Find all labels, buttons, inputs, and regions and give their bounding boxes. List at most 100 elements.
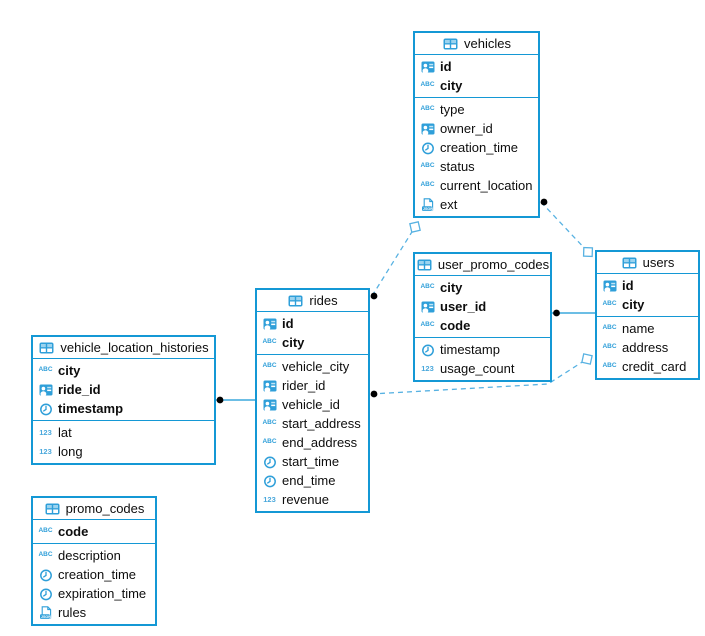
- relationship-line-vehicles-users[interactable]: [540, 201, 589, 253]
- id-card-icon: [37, 383, 54, 397]
- table-icon: [44, 503, 61, 515]
- entity-header-rides[interactable]: rides: [257, 290, 368, 312]
- column-name: city: [440, 78, 463, 93]
- id-card-icon: [419, 60, 436, 74]
- id-card-icon: [261, 398, 278, 412]
- column-name: code: [440, 318, 471, 333]
- id-card-icon: [601, 279, 618, 293]
- entity-title: rides: [309, 293, 338, 308]
- column-row-user_id[interactable]: user_id: [415, 297, 550, 316]
- column-name: id: [622, 278, 634, 293]
- column-row-creation_time[interactable]: creation_time: [415, 138, 538, 157]
- column-row-creation_time[interactable]: creation_time: [33, 565, 155, 584]
- column-name: owner_id: [440, 121, 493, 136]
- entity-header-user_promo_codes[interactable]: user_promo_codes: [415, 254, 550, 276]
- number-type-icon: 123: [39, 427, 52, 437]
- column-row-ride_id[interactable]: ride_id: [33, 380, 214, 399]
- column-row-id[interactable]: id: [415, 57, 538, 76]
- entity-header-users[interactable]: users: [597, 252, 698, 274]
- relationship-line-rides-vehicles[interactable]: [371, 226, 416, 297]
- relationship-line-rides-users[interactable]: [370, 358, 588, 395]
- table-icon: [416, 259, 433, 271]
- column-name: ext: [440, 197, 458, 212]
- column-name: vehicle_id: [282, 397, 340, 412]
- id-card-icon: [261, 317, 278, 331]
- column-row-id[interactable]: id: [597, 276, 698, 295]
- column-row-owner_id[interactable]: owner_id: [415, 119, 538, 138]
- entity-title: user_promo_codes: [437, 257, 550, 272]
- column-row-vehicle_id[interactable]: vehicle_id: [257, 395, 368, 414]
- column-name: address: [622, 340, 669, 355]
- column-name: usage_count: [440, 361, 515, 376]
- column-name: credit_card: [622, 359, 687, 374]
- entity-header-vehicle_location_histories[interactable]: vehicle_location_histories: [33, 337, 214, 359]
- column-row-timestamp[interactable]: timestamp: [415, 340, 550, 359]
- text-type-icon: ABC: [262, 438, 277, 446]
- relationship-diamond-marker-rides-vehicles: [409, 221, 421, 233]
- entity-header-promo_codes[interactable]: promo_codes: [33, 498, 155, 520]
- number-type-icon: 123: [421, 363, 434, 373]
- clock-icon: [261, 474, 278, 488]
- column-name: id: [282, 316, 294, 331]
- text-type-icon: ABC: [602, 343, 617, 351]
- text-type-icon: ABC: [602, 324, 617, 332]
- column-row-start_time[interactable]: start_time: [257, 452, 368, 471]
- column-name: creation_time: [58, 567, 137, 582]
- column-name: city: [440, 280, 463, 295]
- column-row-expiration_time[interactable]: expiration_time: [33, 584, 155, 603]
- column-row-timestamp[interactable]: timestamp: [33, 399, 214, 418]
- columns-section: timestamp 123 usage_count: [415, 338, 550, 380]
- id-card-icon: [261, 379, 278, 393]
- column-row-id[interactable]: id: [257, 314, 368, 333]
- text-type-icon: ABC: [420, 181, 435, 189]
- clock-icon: [419, 343, 436, 357]
- entity-header-vehicles[interactable]: vehicles: [415, 33, 538, 55]
- column-name: timestamp: [58, 401, 124, 416]
- relationship-diamond-marker-rides-users: [581, 353, 593, 365]
- column-row-usage_count[interactable]: 123 usage_count: [415, 359, 550, 378]
- relationship-dot-marker-vehicle_location_histories-rides: [216, 396, 224, 404]
- column-name: revenue: [282, 492, 329, 507]
- relationship-diamond-marker-vehicles-users: [582, 246, 594, 258]
- column-row-rider_id[interactable]: rider_id: [257, 376, 368, 395]
- clock-icon: [261, 455, 278, 469]
- column-row-end_time[interactable]: end_time: [257, 471, 368, 490]
- column-name: id: [440, 59, 452, 74]
- text-type-icon: ABC: [262, 338, 277, 346]
- column-name: expiration_time: [58, 586, 147, 601]
- column-row-address[interactable]: ABC address: [597, 338, 698, 357]
